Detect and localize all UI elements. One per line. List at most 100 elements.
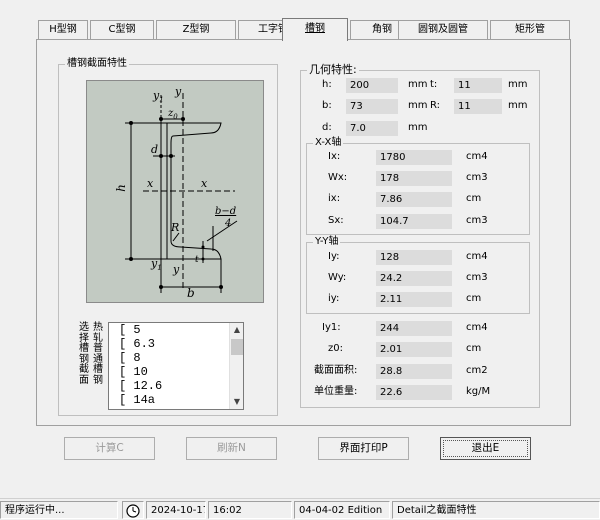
refresh-button[interactable]: 刷新N [186, 437, 277, 460]
list-scrollbar[interactable]: ▲ ▼ [229, 323, 243, 409]
diagram-bd-num: b−d [215, 206, 237, 217]
weight-value: 22.6 [376, 385, 452, 400]
xx-axis-title: X-X轴 [313, 137, 344, 149]
Wx-unit: cm3 [466, 172, 488, 183]
Wy-unit: cm3 [466, 272, 488, 283]
status-edition: 04-04-02 Edition [294, 501, 390, 519]
scroll-up-icon[interactable]: ▲ [233, 325, 241, 334]
Ix-label: Ix: [328, 151, 341, 162]
tab-rect-tube[interactable]: 矩形管 [490, 20, 570, 40]
diagram-bd-den: 4 [225, 218, 232, 229]
R-value: 11 [454, 99, 502, 114]
list-item[interactable]: [ 5 [119, 323, 141, 337]
xx-axis-group: X-X轴 [306, 137, 530, 235]
tab-z-steel[interactable]: Z型钢 [156, 20, 236, 40]
Wx-value: 178 [376, 171, 452, 186]
ix-value: 7.86 [376, 192, 452, 207]
h-unit: mm [408, 79, 428, 90]
diagram-y-bottom: y [173, 263, 180, 276]
geometry-title: 几何特性: [307, 63, 359, 76]
section-size-list[interactable]: [ 5 [ 6.3 [ 8 [ 10 [ 12.6 [ 14a ▲ ▼ [108, 322, 244, 410]
list-item[interactable]: [ 8 [119, 351, 141, 365]
Ix-unit: cm4 [466, 151, 488, 162]
weight-unit: kg/M [466, 386, 491, 397]
Sx-value: 104.7 [376, 214, 452, 229]
ix-label: ix: [328, 193, 341, 204]
weight-label: 单位重量: [314, 386, 358, 397]
h-label: h: [322, 79, 332, 90]
Wy-value: 24.2 [376, 271, 452, 286]
Iy-value: 128 [376, 250, 452, 265]
t-label: t: [430, 79, 438, 90]
status-date: 2024-10-17 [146, 501, 206, 519]
Wy-label: Wy: [328, 272, 347, 283]
list-item[interactable]: [ 14a [119, 393, 156, 407]
d-unit: mm [408, 122, 428, 133]
channel-section-diagram: y1 y z0 d h x x R b−d 4 y1 y t b [86, 80, 264, 303]
Ix-value: 1780 [376, 150, 452, 165]
geometry-group: 几何特性: [300, 64, 540, 408]
b-value: 73 [346, 99, 398, 114]
label-hot-rolled-channel: 热轧普通槽钢 [93, 322, 103, 386]
diagram-y-top: y [175, 85, 182, 98]
t-value: 11 [454, 78, 502, 93]
tab-h-steel[interactable]: H型钢 [38, 20, 88, 40]
yy-axis-title: Y-Y轴 [313, 236, 341, 248]
exit-button[interactable]: 退出E [440, 437, 531, 460]
diagram-z0: z0 [168, 108, 178, 121]
status-time: 16:02 [208, 501, 292, 519]
list-item[interactable]: [ 10 [119, 365, 148, 379]
scroll-down-icon[interactable]: ▼ [233, 397, 241, 406]
Wx-label: Wx: [328, 172, 348, 183]
Iy-label: Iy: [328, 251, 340, 262]
tab-round-steel[interactable]: 圆钢及圆管 [398, 20, 488, 40]
scroll-thumb[interactable] [231, 339, 243, 355]
h-value: 200 [346, 78, 398, 93]
area-label: 截面面积: [314, 365, 358, 376]
diagram-d: d [151, 143, 159, 156]
diagram-R: R [171, 221, 180, 234]
diagram-b: b [187, 286, 195, 300]
z0-value: 2.01 [376, 342, 452, 357]
clock-icon [122, 501, 144, 519]
R-unit: mm [508, 100, 528, 111]
Iy-unit: cm4 [466, 251, 488, 262]
calculate-button[interactable]: 计算C [64, 437, 155, 460]
R-label: R: [430, 100, 441, 111]
iy-unit: cm [466, 293, 482, 304]
vertical-labels: 热轧普通槽钢 选择槽钢截面 [78, 322, 108, 407]
label-select-section: 选择槽钢截面 [79, 322, 89, 386]
status-detail: Detail之截面特性 [392, 501, 600, 519]
d-label: d: [322, 122, 332, 133]
print-screen-button[interactable]: 界面打印P [318, 437, 409, 460]
iy-value: 2.11 [376, 292, 452, 307]
diagram-y1-top: y1 [153, 89, 164, 105]
t-unit: mm [508, 79, 528, 90]
tab-channel-steel[interactable]: 槽钢 [282, 18, 348, 41]
diagram-h: h [113, 184, 128, 192]
section-group-title: 槽钢截面特性 [65, 58, 129, 70]
status-running: 程序运行中... [0, 501, 118, 519]
section-group: 槽钢截面特性 [58, 58, 278, 416]
z0-label: z0: [328, 343, 343, 354]
list-item[interactable]: [ 6.3 [119, 337, 156, 351]
status-bar: 程序运行中... 2024-10-17 16:02 04-04-02 Editi… [0, 498, 600, 520]
z0-unit: cm [466, 343, 482, 354]
Iy1-value: 244 [376, 321, 452, 336]
diagram-t: t [195, 255, 199, 265]
yy-axis-group: Y-Y轴 [306, 236, 530, 314]
area-value: 28.8 [376, 364, 452, 379]
ix-unit: cm [466, 193, 482, 204]
Sx-label: Sx: [328, 215, 344, 226]
area-unit: cm2 [466, 365, 488, 376]
Iy1-label: Iy1: [322, 322, 341, 333]
Sx-unit: cm3 [466, 215, 488, 226]
d-value: 7.0 [346, 121, 398, 136]
iy-label: iy: [328, 293, 340, 304]
diagram-x-left: x [147, 177, 154, 190]
b-label: b: [322, 100, 332, 111]
list-item[interactable]: [ 12.6 [119, 379, 163, 393]
tab-c-steel[interactable]: C型钢 [90, 20, 154, 40]
Iy1-unit: cm4 [466, 322, 488, 333]
diagram-y1-bottom: y1 [151, 257, 162, 273]
